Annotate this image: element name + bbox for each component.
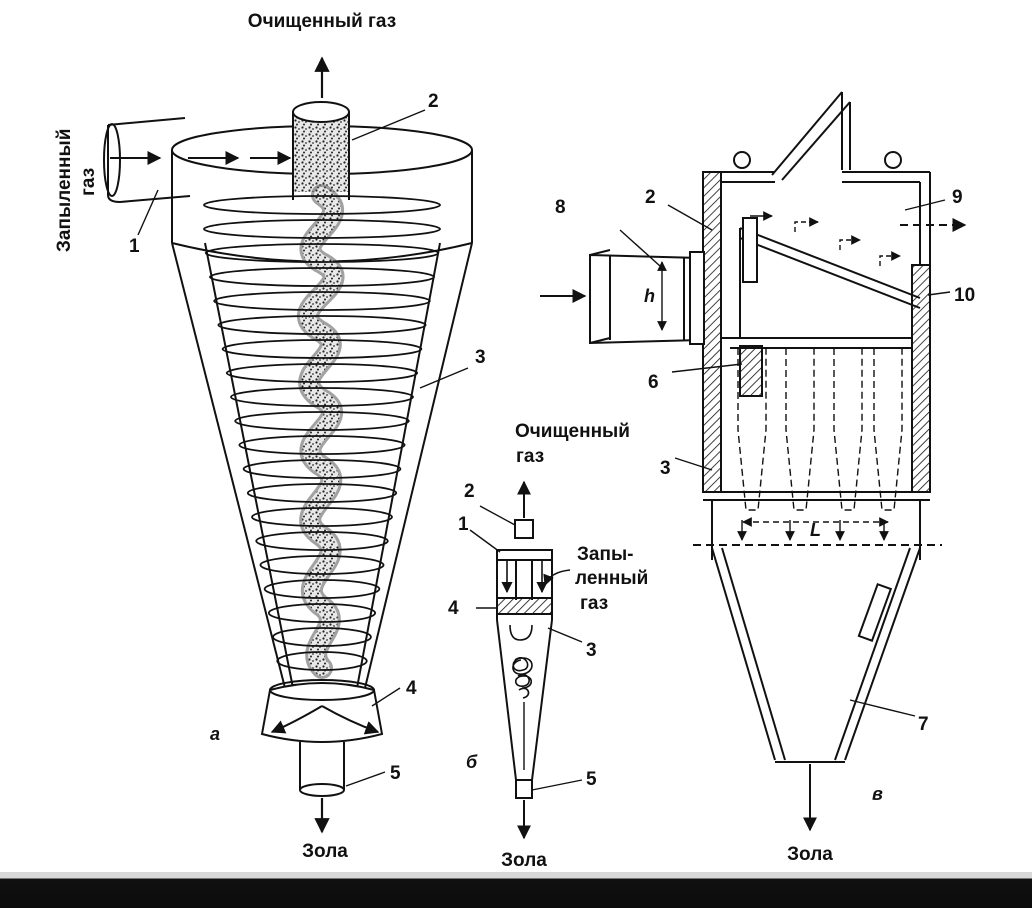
cyclone-diagram: Очищенный газ Запыленный газ Зола а 1 2 … (54, 11, 975, 871)
vortex-ring (204, 243, 440, 263)
vortex-ring (209, 267, 435, 287)
cyclone-cell (873, 348, 903, 511)
a-callout-1: 1 (129, 236, 140, 257)
cyclone-a (103, 56, 473, 834)
b-callout-1: 1 (458, 514, 469, 535)
vortex-ring (234, 411, 410, 431)
vortex-ring (272, 627, 372, 647)
v-subfigure-label: в (872, 784, 883, 804)
vortex-ring (259, 555, 385, 575)
b-callout-4: 4 (448, 598, 459, 619)
v-callout-7: 7 (918, 714, 929, 735)
cyclone-cell (737, 348, 767, 511)
vortex-ring (276, 651, 368, 671)
a-ash-label: Зола (302, 841, 348, 862)
cyclone-b (469, 480, 583, 840)
vortex-ring (221, 339, 423, 359)
cyclone-cell (833, 348, 863, 511)
battery-cyclone (540, 91, 967, 832)
vortex-ring (251, 507, 393, 527)
v-callout-6: 6 (648, 372, 659, 393)
vortex-ring (213, 291, 431, 311)
a-dusty-gas-label-2: газ (78, 168, 99, 196)
vortex-ring (263, 579, 381, 599)
v-L-label: L (810, 520, 821, 540)
v-callout-9: 9 (952, 187, 963, 208)
b-subfigure-label: б (466, 752, 478, 772)
vortex-ring (255, 531, 389, 551)
vortex-ring (203, 219, 441, 239)
vortex-ring (225, 363, 419, 383)
b-clean-gas-label-2: газ (516, 446, 544, 467)
b-dusty-gas-label-2: ленный (575, 568, 648, 589)
a-subfigure-label: а (210, 724, 220, 744)
a-callout-5: 5 (390, 763, 401, 784)
a-dusty-gas-label-1: Запыленный (54, 129, 75, 252)
v-callout-3: 3 (660, 458, 671, 479)
b-clean-gas-label-1: Очищенный (515, 421, 630, 442)
b-callout-3: 3 (586, 640, 597, 661)
vortex-ring (230, 387, 414, 407)
v-callout-10: 10 (954, 285, 975, 306)
vortex-ring (267, 603, 377, 623)
a-callout-4: 4 (406, 678, 417, 699)
b-dusty-gas-label-1: Запы- (577, 544, 634, 565)
b-callout-2: 2 (464, 481, 475, 502)
vortex-ring (238, 435, 406, 455)
vortex-ring (217, 315, 427, 335)
v-h-label: h (644, 286, 655, 306)
vortex-ring (203, 195, 441, 215)
v-ash-label: Зола (787, 844, 833, 865)
b-ash-label: Зола (501, 850, 547, 871)
vortex-ring (246, 483, 398, 503)
vortex-ring (242, 459, 402, 479)
a-callout-3: 3 (475, 347, 486, 368)
a-clean-gas-label: Очищенный газ (248, 11, 396, 32)
b-callout-5: 5 (586, 769, 597, 790)
v-callout-8: 8 (555, 197, 566, 218)
a-callout-2: 2 (428, 91, 439, 112)
bottom-strip (0, 872, 1032, 908)
v-callout-2: 2 (645, 187, 656, 208)
b-dusty-gas-label-3: газ (580, 593, 608, 614)
cyclone-cell (785, 348, 815, 511)
